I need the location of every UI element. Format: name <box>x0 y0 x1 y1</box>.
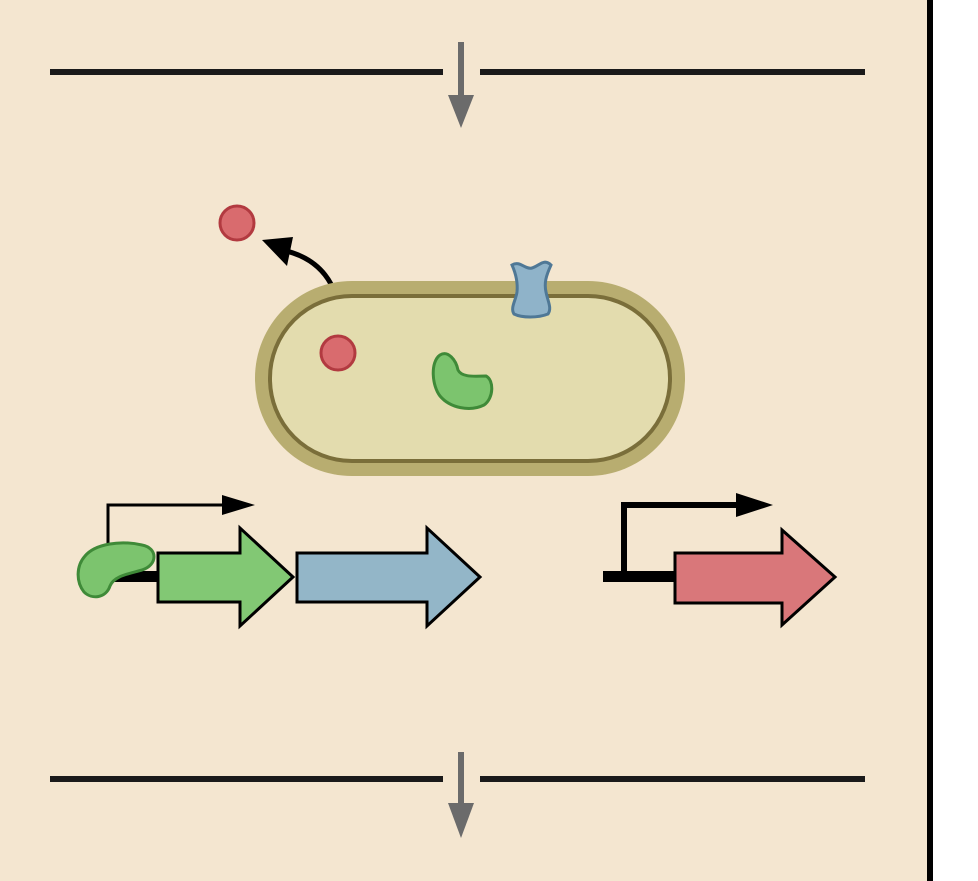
dna-line <box>603 571 677 582</box>
separator-down-arrow-icon <box>448 752 474 838</box>
promoter-arrowhead <box>736 493 773 517</box>
gene-arrow-icon <box>295 524 483 630</box>
gene-arrow-icon <box>156 524 296 630</box>
promoter-arrowhead <box>222 495 255 515</box>
regulator-protein-icon <box>431 352 494 410</box>
regulator-protein-icon <box>76 541 156 599</box>
signal-molecule-icon <box>218 204 256 242</box>
top-separator <box>50 42 865 128</box>
signal-molecule-icon <box>319 334 357 372</box>
reporter-construct <box>603 493 838 629</box>
separator-down-arrow-icon <box>448 42 474 128</box>
bottom-separator <box>50 752 865 838</box>
gene-arrow-icon <box>673 526 838 629</box>
panel-right-border <box>927 0 933 881</box>
left-operon <box>76 495 483 630</box>
promoter-arrow-icon <box>621 502 745 572</box>
membrane-transporter-icon <box>510 260 553 319</box>
export-arrowhead <box>262 237 293 266</box>
dna-line <box>110 571 162 582</box>
